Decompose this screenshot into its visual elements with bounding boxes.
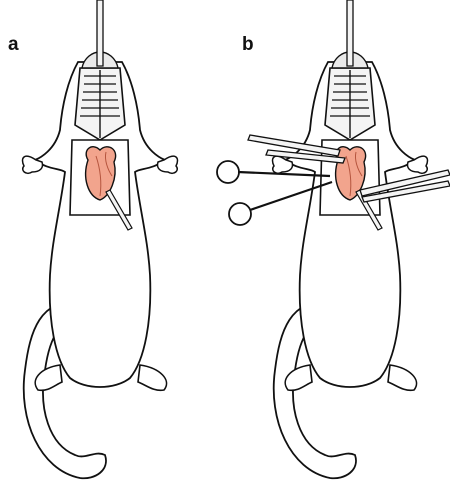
- forceps-icon: [247, 134, 346, 164]
- rat-panel-b: [216, 0, 450, 480]
- rat-panel-a: [21, 0, 179, 480]
- panel-label-b: b: [242, 34, 254, 55]
- panel-label-a: a: [8, 34, 19, 55]
- scissors-icon: [216, 160, 333, 226]
- forceps-right-icon: [359, 169, 450, 203]
